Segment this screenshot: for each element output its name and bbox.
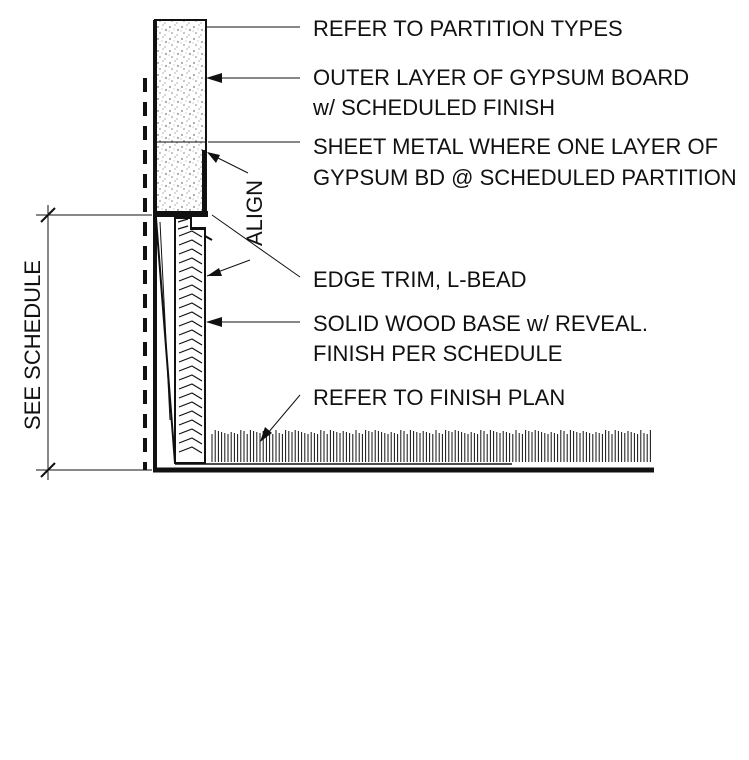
leader-lines [155,26,301,442]
arrow-edge-trim [207,268,222,276]
note-edge-trim: EDGE TRIM, L-BEAD [313,267,527,292]
note-sheet-metal-2: GYPSUM BD @ SCHEDULED PARTITION [313,165,737,190]
sealant-wedge-inner [159,221,171,421]
arrow-sheet-metal [207,152,220,163]
see-schedule-label: SEE SCHEDULE [20,260,45,430]
see-schedule-dimension: SEE SCHEDULE [20,205,152,480]
note-outer-layer-1: OUTER LAYER OF GYPSUM BOARD [313,65,689,90]
wood-grain-hatch [177,218,203,454]
note-sheet-metal-1: SHEET METAL WHERE ONE LAYER OF [313,134,718,159]
arrow-finish-plan [260,427,272,442]
arrow-outer-layer [206,73,222,83]
callout-notes: REFER TO PARTITION TYPES OUTER LAYER OF … [312,16,737,410]
arrow-wood-base [206,317,222,327]
gypsum-board [154,19,207,217]
note-partition-types: REFER TO PARTITION TYPES [313,16,623,41]
board-bottom-edge [153,211,208,217]
carpet-pile-hatch [211,430,651,462]
note-finish-plan: REFER TO FINISH PLAN [313,385,565,410]
solid-wood-base [174,217,206,464]
note-wood-base-1: SOLID WOOD BASE w/ REVEAL. [313,311,648,336]
align-label: ALIGN [242,180,267,246]
note-outer-layer-2: w/ SCHEDULED FINISH [312,95,555,120]
note-wood-base-2: FINISH PER SCHEDULE [313,341,562,366]
